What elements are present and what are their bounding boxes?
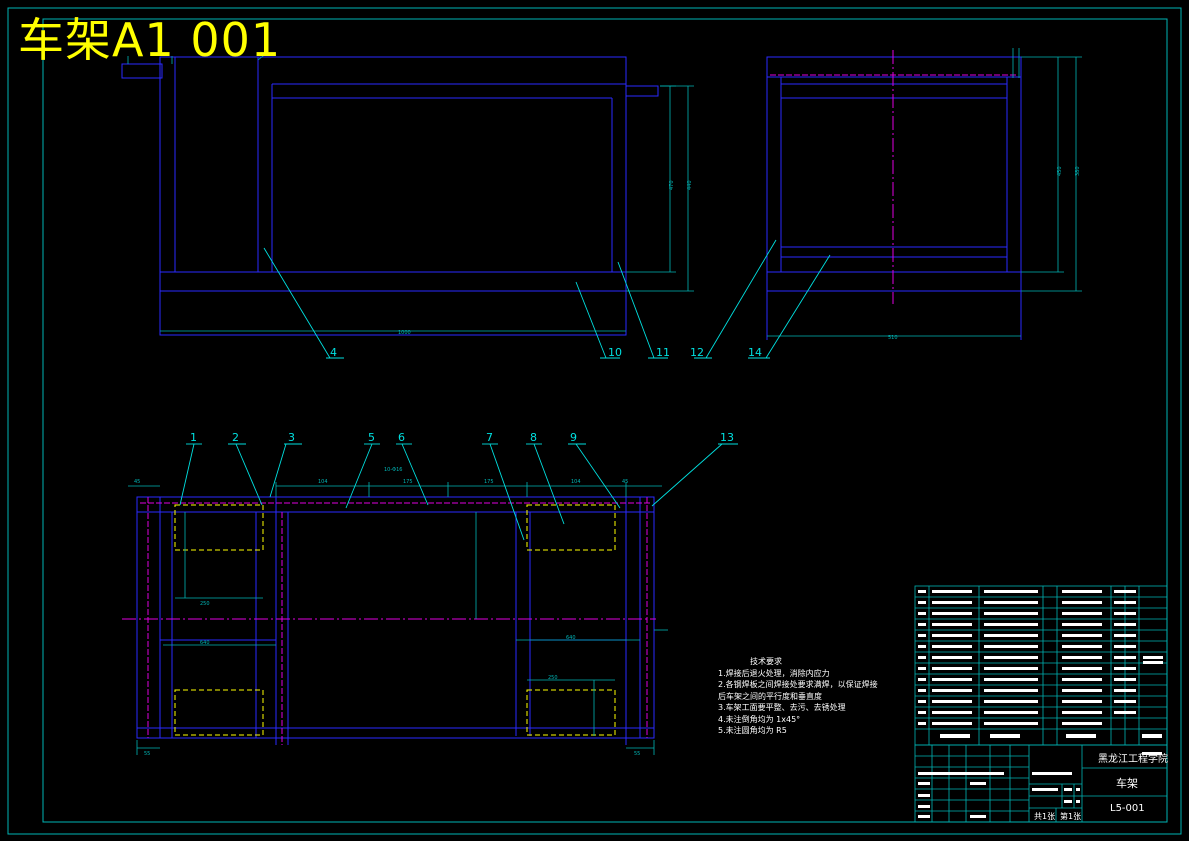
front-view-dims: [127, 51, 694, 332]
tech-req-item: 2.各钢焊板之间焊接处要求满焊，以保证焊接: [718, 680, 878, 689]
parts-list-illegible-text: [918, 590, 1163, 818]
dim-side-h2: 380: [1075, 166, 1081, 176]
balloon-14: 14: [748, 346, 762, 359]
dim-side-h1: 450: [1057, 166, 1063, 176]
balloon-12: 12: [690, 346, 704, 359]
drawing-title: 车架A1 001: [18, 13, 282, 67]
top-view: [136, 496, 655, 745]
dim-top-span-4: 104: [571, 479, 581, 485]
tech-req-item: 3.车架工面要平整、去污、去锈处理: [718, 703, 846, 712]
tech-req-item: 后车架之间的平行度和垂直度: [718, 691, 822, 701]
balloon-10: 10: [608, 346, 622, 359]
balloon-9: 9: [570, 431, 577, 444]
dim-top-side-left: 45: [134, 479, 140, 485]
technical-requirements: 技术要求 1.焊接后退火处理，消除内应力 2.各钢焊板之间焊接处要求满焊，以保证…: [718, 656, 878, 737]
title-block-school: 黑龙江工程学院: [1098, 754, 1168, 765]
dim-side-width: 510: [888, 335, 898, 341]
dim-top-bottom-right: 55: [634, 751, 640, 757]
balloon-8: 8: [530, 431, 537, 444]
dim-front-h2: 440: [687, 180, 693, 190]
top-view-hidden-plates: [174, 504, 616, 736]
side-view-dims: [767, 48, 1082, 337]
balloon-2: 2: [232, 431, 239, 444]
title-block-sheet-no: 第1张: [1060, 812, 1082, 821]
balloon-3: 3: [288, 431, 295, 444]
outer-frame: [7, 7, 1182, 835]
balloon-5: 5: [368, 431, 375, 444]
dim-top-inner-2: 250: [548, 675, 558, 681]
tech-req-item: 1.焊接后退火处理，消除内应力: [718, 668, 830, 678]
side-view-leaders: [694, 239, 831, 359]
top-view-leaders: [179, 443, 738, 541]
front-view-leaders: [263, 247, 668, 359]
balloon-4: 4: [330, 346, 337, 359]
title-block-part-name: 车架: [1116, 777, 1138, 790]
dim-top-side-right: 45: [622, 479, 628, 485]
dim-top-span-1: 104: [318, 479, 328, 485]
top-view-dims: [128, 482, 668, 755]
dim-top-bottom-left: 55: [144, 751, 150, 757]
inner-frame: [42, 18, 1168, 823]
dim-top-span-3: 175: [484, 479, 494, 485]
dim-top-inner-4: 640: [566, 635, 576, 641]
tech-req-title: 技术要求: [750, 657, 782, 666]
dim-top-span-2: 175: [403, 479, 413, 485]
title-block-drawing-no: L5-001: [1110, 803, 1145, 814]
dim-front-width: 1000: [398, 330, 411, 336]
balloon-7: 7: [486, 431, 493, 444]
tech-req-item: 4.未注倒角均为 1x45°: [718, 714, 801, 724]
dim-top-hole: 10-Φ16: [384, 467, 402, 473]
balloon-13: 13: [720, 431, 734, 444]
tech-req-item: 5.未注圆角均为 R5: [718, 726, 787, 735]
balloon-6: 6: [398, 431, 405, 444]
dim-top-inner-1: 250: [200, 601, 210, 607]
parts-list-grid: [914, 585, 1168, 746]
balloon-1: 1: [190, 431, 197, 444]
side-view: [766, 56, 1022, 340]
title-block-sheets-total: 共1张: [1034, 812, 1056, 821]
title-block-grid: [914, 744, 1168, 823]
dim-top-inner-3: 640: [200, 640, 210, 646]
dim-front-h1: 470: [669, 180, 675, 190]
front-view: [121, 56, 659, 336]
balloon-11: 11: [656, 346, 670, 359]
